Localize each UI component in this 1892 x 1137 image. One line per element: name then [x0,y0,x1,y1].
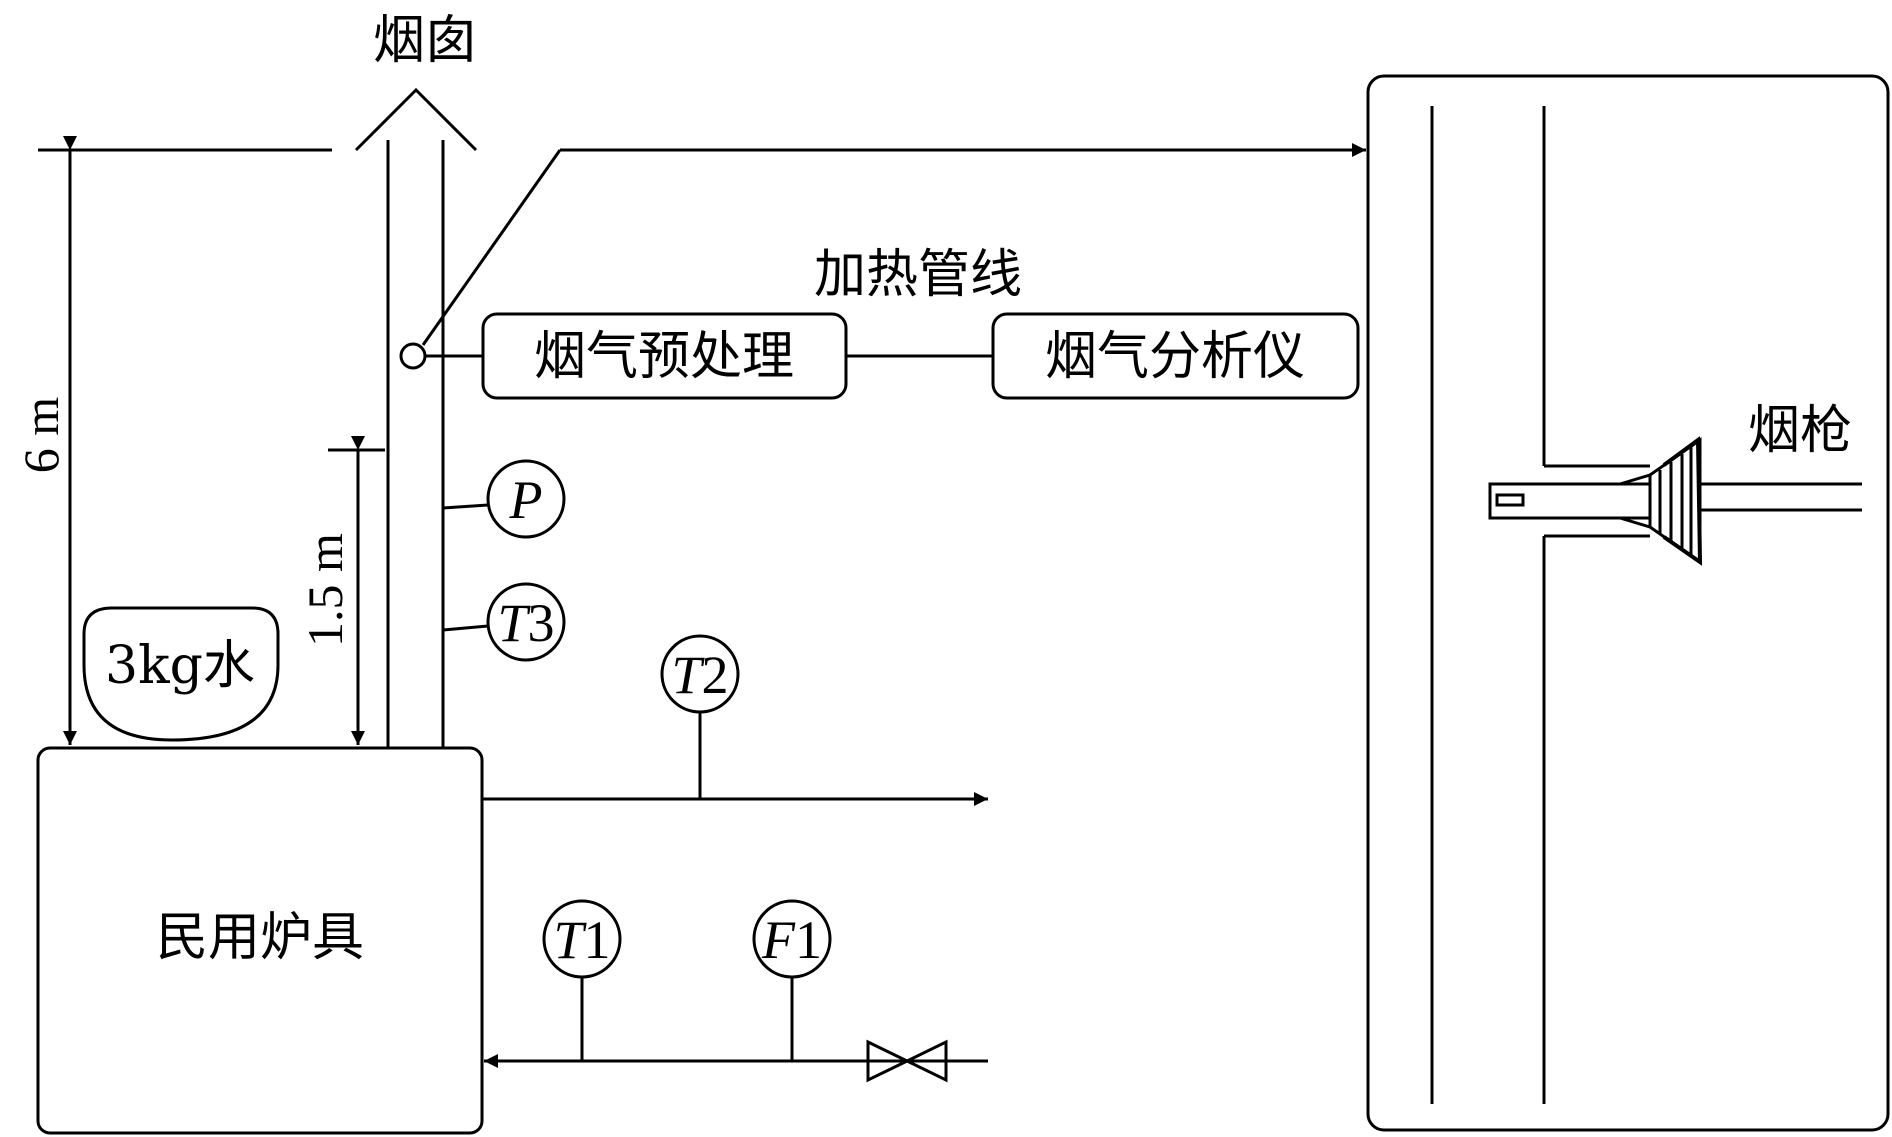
gauge-f1-label: F1 [761,910,822,970]
analyzer-box: 烟气分析仪 [991,312,1360,400]
chimney: 烟囱 [354,11,478,748]
chimney-label: 烟囱 [373,11,477,71]
dimension-1-5m: 1.5 m [297,436,385,745]
dimension-6m-label: 6 m [13,397,69,474]
analyzer-label: 烟气分析仪 [1045,327,1305,387]
gauge-t2-label: T2 [671,645,728,705]
temperature-gauge-t3: T3 [442,582,566,662]
pressure-gauge-p: P [442,459,566,539]
smoke-gun-label: 烟枪 [1748,401,1852,461]
pretreatment-box: 烟气预处理 [481,312,848,400]
stove: 民用炉具 [36,746,484,1135]
gauge-t1-label: T1 [553,910,610,970]
smoke-gun-enclosure [1366,74,1890,1132]
dimension-1-5m-label: 1.5 m [297,533,353,647]
heated-line-label: 加热管线 [814,245,1022,305]
dimension-6m: 6 m [13,136,332,745]
water-container: 3kg水 [82,606,280,742]
gauge-p-label: P [509,470,543,530]
sampling-point [399,342,427,370]
temperature-gauge-t2: T2 [660,634,740,714]
flow-gauge-f1: F1 [752,899,832,979]
pretreatment-label: 烟气预处理 [534,327,794,387]
valve-icon [866,1039,948,1083]
smoke-gun: 烟枪 [1488,401,1862,566]
chimney-cap [354,87,478,152]
stove-label: 民用炉具 [156,908,364,968]
outlet-line [482,712,988,806]
temperature-gauge-t1: T1 [542,899,622,979]
water-label: 3kg水 [105,636,255,696]
probe-tip-icon [1495,493,1525,507]
gauge-t3-label: T3 [497,593,554,653]
inlet-line [484,977,988,1083]
sampling-line: 加热管线 [399,143,1366,370]
